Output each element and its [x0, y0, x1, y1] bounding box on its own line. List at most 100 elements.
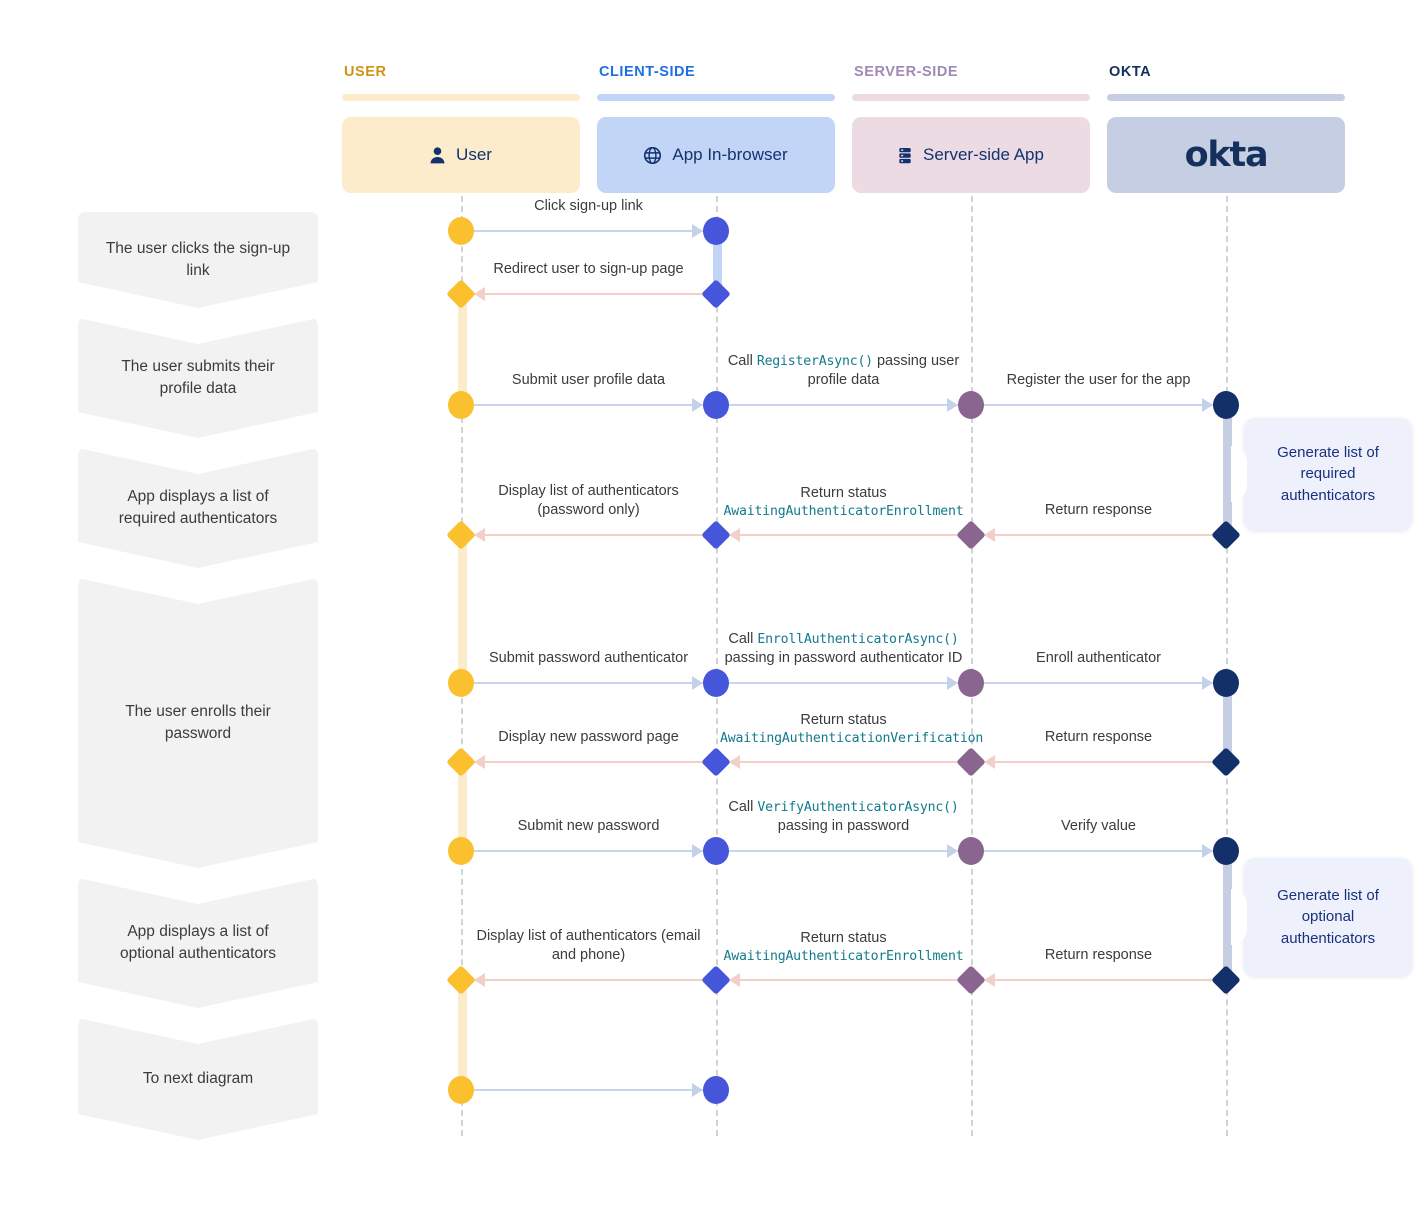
node-user-circle [448, 669, 474, 697]
node-client-circle [703, 217, 729, 245]
activation-bar-client [712, 231, 722, 294]
message-label-m3: Submit user profile data [511, 372, 666, 389]
message-arrow-line [474, 293, 703, 295]
message-label-m16: Call VerifyAuthenticatorAsync() passing … [720, 798, 967, 837]
message-arrow-line [984, 534, 1213, 536]
lane-rule-server [852, 94, 1090, 101]
person-icon [430, 146, 445, 164]
message-arrow-head [692, 676, 703, 690]
message-arrow-line [474, 682, 703, 684]
message-arrow-head [692, 1083, 703, 1097]
lane-box-label-user: User [456, 145, 492, 164]
lane-title-user: USER [344, 64, 387, 80]
lifeline-okta [1226, 196, 1228, 1136]
label-text-post: passing in password authenticator ID [724, 650, 963, 667]
lane-title-client: CLIENT-SIDE [599, 64, 696, 80]
node-client-circle [703, 391, 729, 419]
message-arrow-line [474, 761, 703, 763]
step-item-2: The user submits their profile data [78, 318, 318, 438]
node-okta-diamond [1211, 965, 1241, 995]
message-arrow-line [984, 404, 1213, 406]
label-text-post: passing user profile data [807, 352, 960, 389]
callout-label: Generate list of optional authenticators [1277, 887, 1379, 947]
message-arrow-line [984, 850, 1213, 852]
node-client-diamond [701, 747, 731, 777]
message-arrow-line [474, 979, 703, 981]
node-okta-circle [1213, 391, 1239, 419]
message-arrow-head [1202, 398, 1213, 412]
callout-notch [1231, 889, 1247, 945]
node-user-diamond [446, 965, 476, 995]
node-user-circle [448, 391, 474, 419]
lane-box-label-server: Server-side App [923, 145, 1044, 164]
activation-bar-okta [1222, 851, 1232, 980]
message-arrow-line [984, 979, 1213, 981]
node-client-circle [703, 837, 729, 865]
message-arrow-head [474, 973, 485, 987]
message-label-m11: Enroll authenticator [1036, 650, 1161, 667]
message-label-m9: Submit password authenticator [488, 650, 689, 667]
lane-rule-okta [1107, 94, 1345, 101]
lane-box-server[interactable]: Server-side App [852, 117, 1090, 193]
lane-user: USER User [342, 64, 580, 193]
message-arrow-head [692, 224, 703, 238]
lane-rule-user [342, 94, 580, 101]
message-arrow-head [947, 844, 958, 858]
lifeline-client [716, 196, 718, 1136]
node-server-diamond [956, 520, 986, 550]
message-arrow-line [729, 682, 958, 684]
message-arrow-head [692, 398, 703, 412]
message-arrow-head [1202, 676, 1213, 690]
message-arrow-line [474, 404, 703, 406]
node-user-circle [448, 217, 474, 245]
label-text-pre: Return status [800, 484, 887, 501]
step-label: App displays a list of required authenti… [118, 487, 278, 527]
label-text-pre: Call [728, 798, 758, 815]
lane-box-label-client: App In-browser [672, 145, 788, 164]
label-code: EnrollAuthenticatorAsync() [757, 631, 959, 647]
label-code: RegisterAsync() [756, 353, 873, 369]
node-user-circle [448, 1076, 474, 1104]
node-server-diamond [956, 965, 986, 995]
node-client-circle [703, 1076, 729, 1104]
message-label-m8: Display list of authenticators (password… [498, 482, 679, 519]
message-arrow-line [984, 761, 1213, 763]
message-arrow-line [729, 850, 958, 852]
lane-box-user[interactable]: User [342, 117, 580, 193]
message-label-m6: Return response [1044, 502, 1153, 519]
node-client-diamond [701, 279, 731, 309]
activation-bar-okta [1222, 683, 1232, 762]
step-label: To next diagram [142, 1069, 254, 1087]
message-arrow-head [947, 676, 958, 690]
node-server-diamond [956, 747, 986, 777]
message-arrow-line [474, 534, 703, 536]
message-arrow-line [474, 230, 703, 232]
lane-box-okta[interactable]: okta [1107, 117, 1345, 193]
step-label: App displays a list of optional authenti… [120, 922, 276, 962]
node-user-diamond [446, 520, 476, 550]
message-label-m2: Redirect user to sign-up page [493, 261, 684, 278]
step-label: The user clicks the sign-up link [105, 239, 291, 279]
label-code: VerifyAuthenticatorAsync() [757, 799, 959, 815]
node-client-circle [703, 669, 729, 697]
activation-bar-user [457, 297, 467, 405]
step-label: The user submits their profile data [121, 357, 275, 397]
activation-bar-user [457, 762, 467, 851]
step-item-5: App displays a list of optional authenti… [78, 878, 318, 1008]
activation-bar-user [457, 980, 467, 1090]
lane-client: CLIENT-SIDE App In-browser [597, 64, 835, 193]
message-label-m1: Click sign-up link [534, 198, 643, 215]
message-arrow-line [729, 404, 958, 406]
label-text-pre: Return status [800, 711, 887, 728]
step-item-1: The user clicks the sign-up link [78, 212, 318, 308]
label-text-pre: Call [727, 352, 757, 369]
message-arrow-line [984, 682, 1213, 684]
label-text-post: passing in password [777, 818, 910, 835]
node-okta-circle [1213, 837, 1239, 865]
step-label: The user enrolls their password [125, 702, 271, 742]
lane-box-client[interactable]: App In-browser [597, 117, 835, 193]
message-label-m10: Call EnrollAuthenticatorAsync() passing … [720, 630, 967, 669]
